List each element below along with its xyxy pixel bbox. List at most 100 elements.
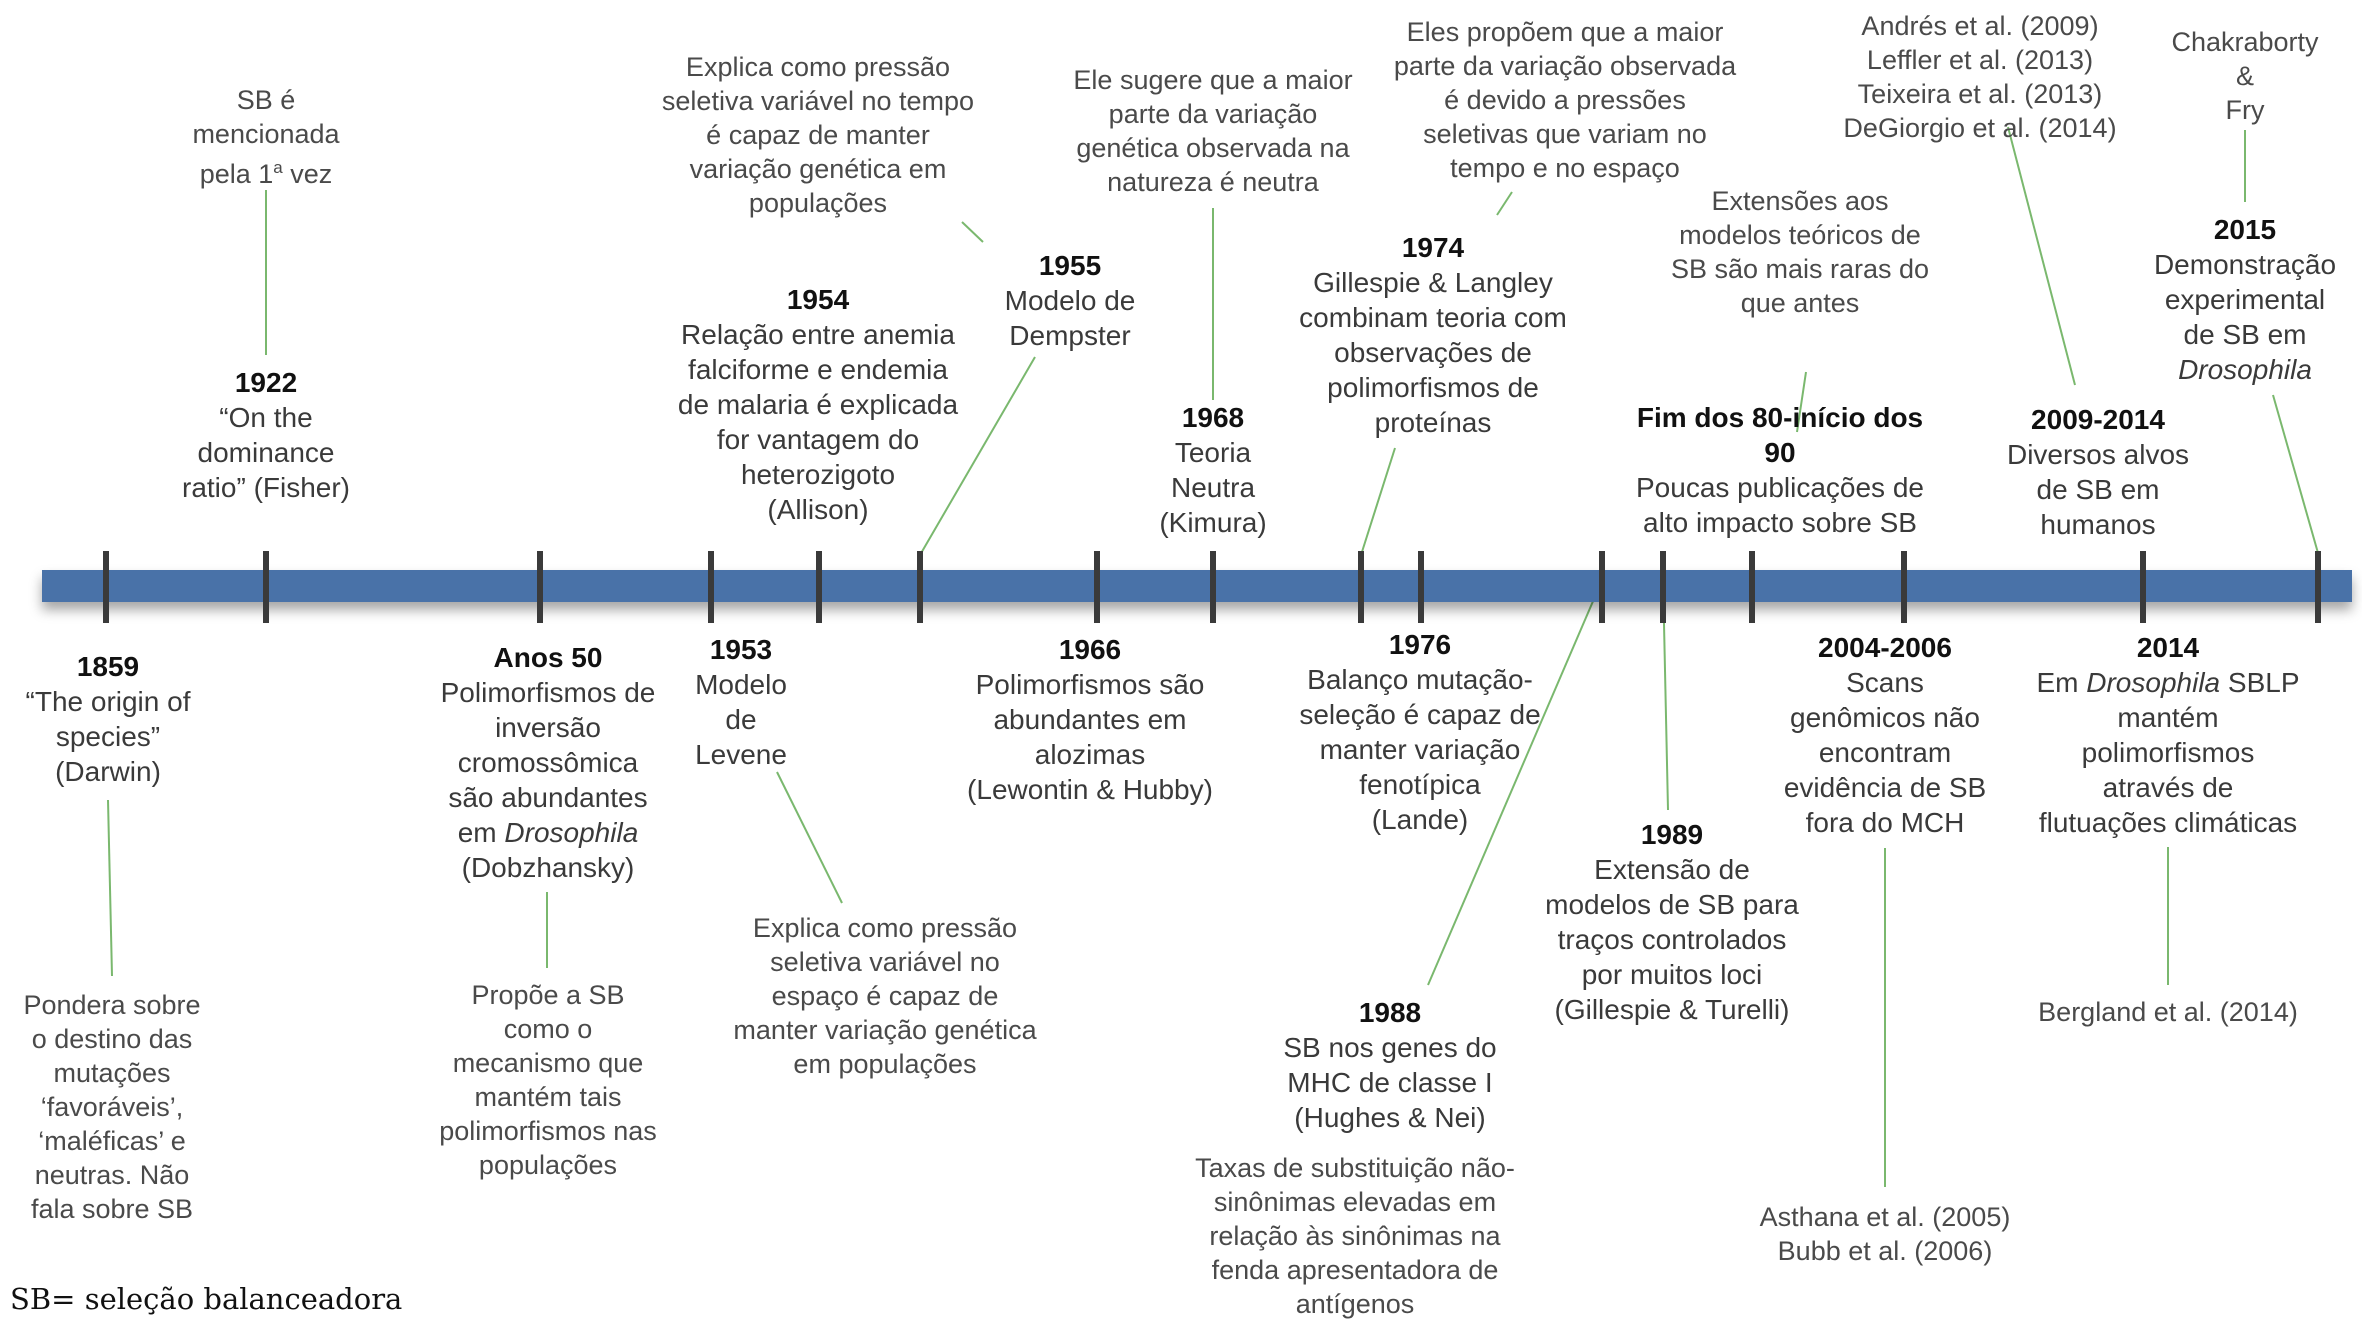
- note-line: é capaz de manter: [706, 120, 930, 150]
- event-line: de: [725, 704, 757, 735]
- event-line: ratio” (Fisher): [181, 472, 351, 503]
- note-line: Bubb et al. (2006): [1777, 1236, 1993, 1266]
- event-line: (Dobzhansky): [461, 852, 635, 883]
- event-line: Diversos alvos: [2006, 439, 2190, 470]
- note-line: Explica como pressão: [752, 913, 1018, 943]
- connector-line: [107, 799, 113, 977]
- event-line: de SB em: [2036, 474, 2160, 505]
- event-line: species”: [55, 721, 161, 752]
- event-line: (Lewontin & Hubby): [967, 774, 1213, 805]
- note-line: que antes: [1740, 288, 1860, 318]
- event-line: fenotípica: [1359, 769, 1481, 800]
- event-line: (Allison): [767, 494, 869, 525]
- footer-legend: SB= seleção balanceadora: [10, 1282, 403, 1316]
- event-year: 1968: [1181, 402, 1245, 433]
- event-line: falciforme e endemia: [688, 354, 948, 385]
- event-line: SB nos genes do: [1283, 1032, 1497, 1063]
- event-line: manter variação: [1319, 734, 1521, 765]
- event-line: (Kimura): [1159, 507, 1267, 538]
- timeline-tick: [917, 551, 923, 623]
- event-line: Gillespie & Langley: [1313, 267, 1553, 298]
- event-line: traços controlados: [1557, 924, 1787, 955]
- event-line: cromossômica: [457, 747, 639, 778]
- event-year: 2015: [2213, 214, 2277, 245]
- event-year: 2014: [2136, 632, 2200, 663]
- event-line: Teoria: [1174, 437, 1252, 468]
- note-line: pela 1a vez: [199, 158, 333, 189]
- note-line: Bergland et al. (2014): [2038, 997, 2298, 1027]
- event-line: Polimorfismos são: [975, 669, 1205, 700]
- event-line: Poucas publicações de: [1636, 472, 1924, 503]
- timeline-tick: [1901, 551, 1907, 623]
- event-line: fora do MCH: [1805, 807, 1965, 838]
- event-line: polimorfismos de: [1327, 372, 1539, 403]
- note-line: SB é: [236, 85, 296, 115]
- event-line: modelos de SB para: [1545, 889, 1799, 920]
- note-line: mantém tais: [474, 1082, 622, 1112]
- event-line: (Gillespie & Turelli): [1554, 994, 1790, 1025]
- note-line: fala sobre SB: [30, 1194, 194, 1224]
- timeline-tick: [1358, 551, 1364, 623]
- connector-line: [1360, 447, 1396, 556]
- event-year: Anos 50: [493, 642, 603, 673]
- timeline-tick: [816, 551, 822, 623]
- note-line: Leffler et al. (2013): [1866, 45, 2094, 75]
- connector-line: [919, 356, 1036, 556]
- event-line: combinam teoria com: [1299, 302, 1567, 333]
- timeline-tick: [263, 551, 269, 623]
- note-line: mencionada: [192, 119, 340, 149]
- note-line: genética observada na: [1076, 133, 1350, 163]
- event-line: Relação entre anemia: [681, 319, 955, 350]
- event-line: Polimorfismos de: [440, 677, 656, 708]
- note-line: em populações: [793, 1049, 977, 1079]
- event-line: alozimas: [1034, 739, 1146, 770]
- note-line: seletivas que variam no: [1423, 119, 1707, 149]
- note-n2015: Chakraborty&Fry: [2171, 25, 2318, 127]
- event-line: Levene: [695, 739, 787, 770]
- timeline-tick: [1660, 551, 1666, 623]
- connector-line: [2272, 394, 2319, 554]
- timeline-tick: [1599, 551, 1605, 623]
- note-n2009: Andrés et al. (2009)Leffler et al. (2013…: [1843, 9, 2116, 145]
- event-line: inversão: [495, 712, 601, 743]
- note-line: seletiva variável no tempo: [661, 86, 975, 116]
- event-line: por muitos loci: [1581, 959, 1763, 990]
- timeline-tick: [2140, 551, 2146, 623]
- event-year: 2009-2014: [2031, 404, 2165, 435]
- timeline-tick: [103, 551, 109, 623]
- note-line: natureza é neutra: [1107, 167, 1319, 197]
- note-line: tempo e no espaço: [1450, 153, 1680, 183]
- event-line: Modelo de: [1004, 285, 1136, 316]
- event-line: Drosophila: [2178, 354, 2312, 385]
- timeline-ticks: [103, 551, 2321, 623]
- event-line: em Drosophila: [457, 817, 639, 848]
- event-year: 1976: [1388, 629, 1452, 660]
- connector-line: [1496, 191, 1513, 216]
- note-line: DeGiorgio et al. (2014): [1843, 113, 2117, 143]
- event-line: Demonstração: [2153, 249, 2337, 280]
- note-line: ‘maléficas’ e: [38, 1126, 186, 1156]
- event-line: experimental: [2164, 284, 2326, 315]
- event-line: seleção é capaz de: [1299, 699, 1541, 730]
- note-line: sinônimas elevadas em: [1213, 1187, 1497, 1217]
- event-line: abundantes em: [993, 704, 1187, 735]
- connector-line: [1796, 371, 1807, 433]
- note-line: Propõe a SB: [471, 980, 625, 1010]
- event-line: heterozigoto: [740, 459, 896, 490]
- event-year: 1974: [1401, 232, 1465, 263]
- event-year: 1953: [709, 634, 773, 665]
- event-line: “The origin of: [25, 686, 191, 717]
